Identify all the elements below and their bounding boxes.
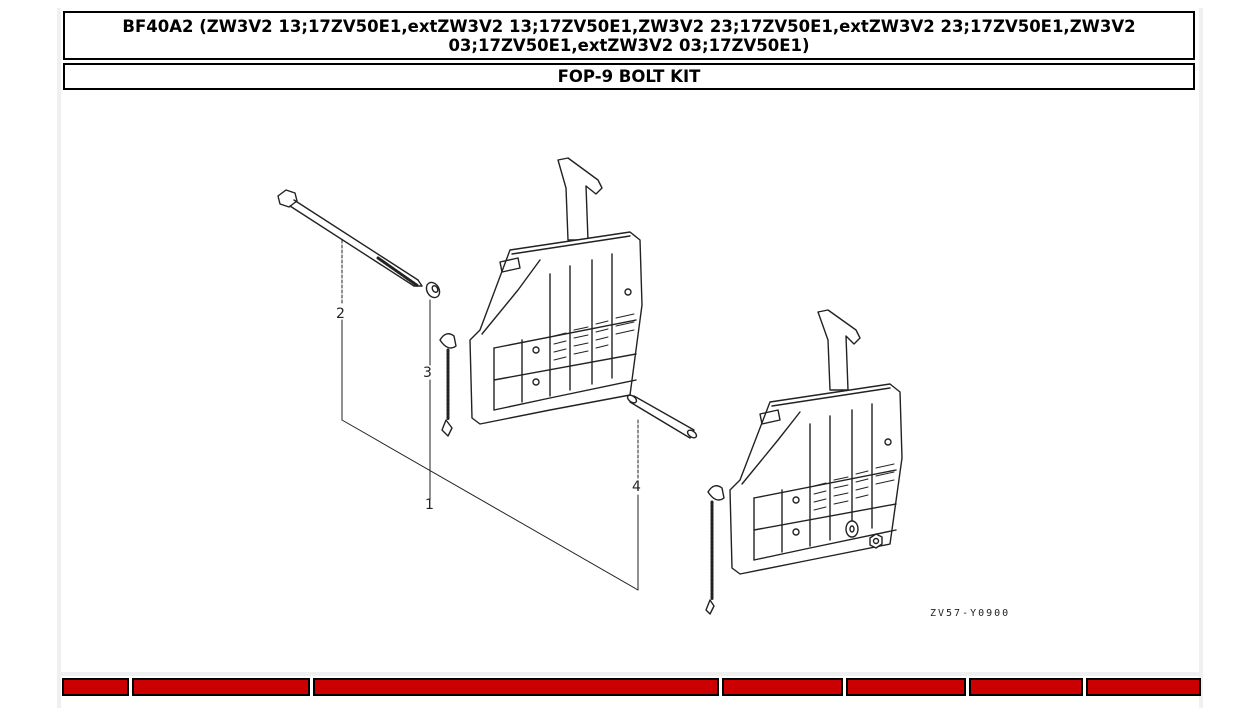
- callout-2: 2: [336, 306, 345, 322]
- washer-nut-illustration: [845, 520, 883, 549]
- section-title-box: FOP-9 BOLT KIT: [63, 63, 1195, 90]
- column-header-part-number: [132, 678, 310, 696]
- pin-part-illustration: [626, 394, 698, 439]
- callout-1: 1: [425, 497, 434, 513]
- section-title: FOP-9 BOLT KIT: [557, 67, 701, 86]
- bolt-part-illustration: [277, 189, 423, 288]
- remote-control-box-1: [439, 157, 643, 437]
- parts-table-header: [62, 678, 1201, 696]
- illustration-code: ZV57-Y0900: [930, 608, 1011, 619]
- column-header-description: [313, 678, 719, 696]
- model-title: BF40A2 (ZW3V2 13;17ZV50E1,extZW3V2 13;17…: [122, 16, 1136, 55]
- callout-leaders: [341, 239, 639, 591]
- column-header-ref: [62, 678, 129, 696]
- column-header-price: [846, 678, 966, 696]
- column-header-action: [1086, 678, 1201, 696]
- column-header-qty: [722, 678, 843, 696]
- column-header-availability: [969, 678, 1083, 696]
- callout-3: 3: [423, 365, 432, 381]
- remote-control-box-2: [705, 309, 903, 615]
- model-title-box: BF40A2 (ZW3V2 13;17ZV50E1,extZW3V2 13;17…: [63, 11, 1195, 60]
- parts-diagram: 2 3 1 4: [250, 140, 1070, 640]
- collar-part-illustration: [425, 281, 441, 299]
- callout-4: 4: [632, 479, 641, 495]
